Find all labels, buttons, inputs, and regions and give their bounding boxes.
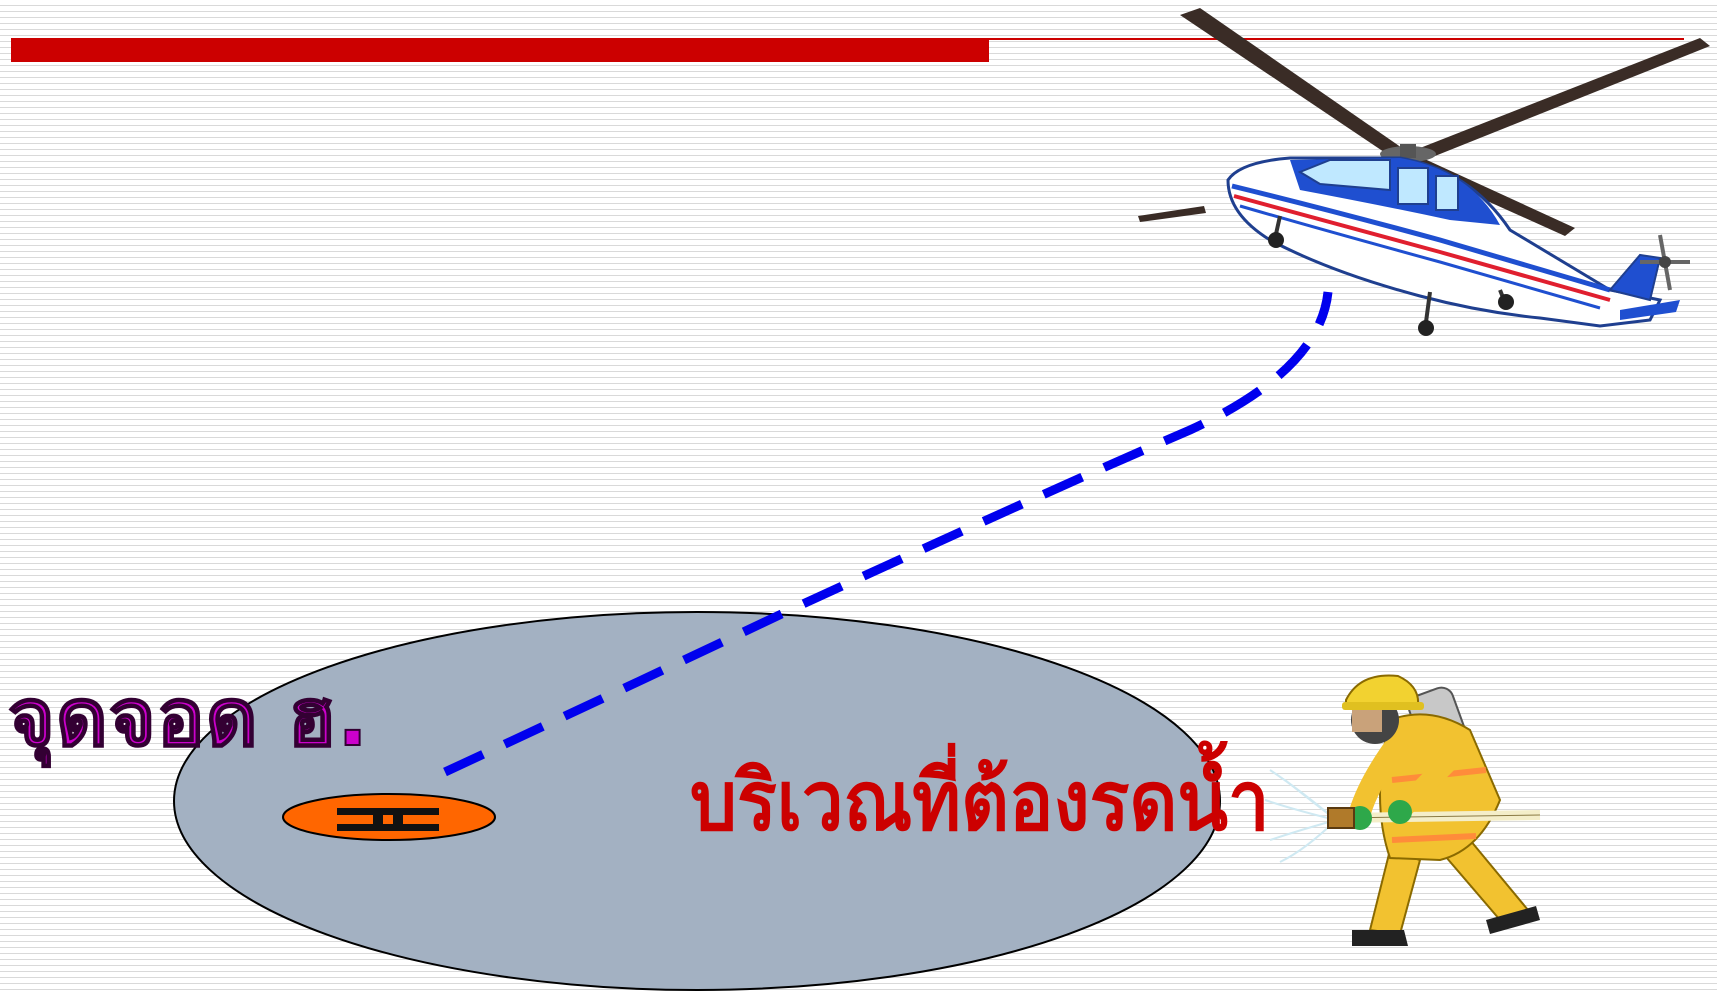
- title-bar: [11, 38, 1684, 62]
- helipad-heading-label: จุดจอด ฮ.: [7, 671, 369, 764]
- water-spray: [1264, 769, 1337, 863]
- spray-zone-ellipse: [173, 611, 1221, 991]
- approach-path: [443, 291, 1333, 777]
- helicopter-icon: [1138, 8, 1710, 336]
- firefighter-icon: [1264, 674, 1541, 946]
- title-bar-thick: [11, 38, 989, 62]
- title-bar-thin: [989, 38, 1684, 40]
- spray-zone-label: บริเวณที่ต้องรดน้ำ: [690, 753, 1270, 850]
- helipad-marker-icon: [282, 793, 496, 841]
